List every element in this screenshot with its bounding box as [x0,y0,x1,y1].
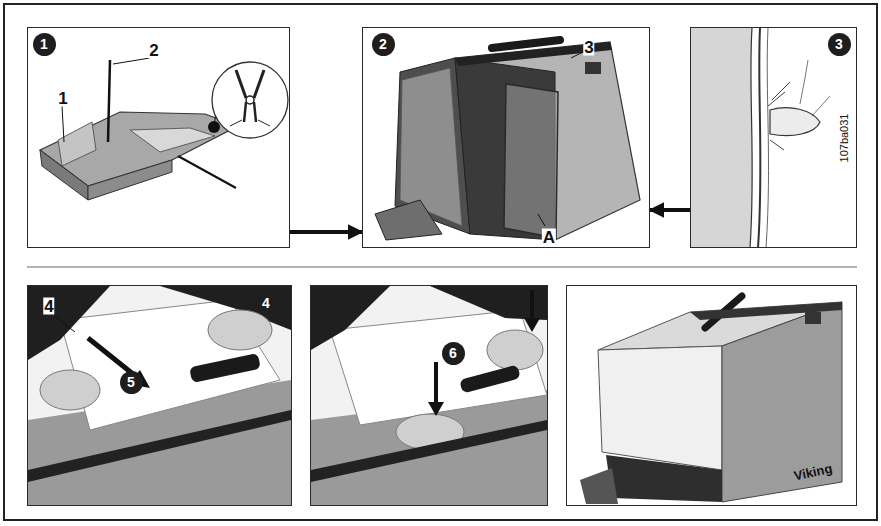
outer-frame [4,4,877,520]
chute-frame-drawing-part [62,106,64,142]
chute-frame-drawing-part [108,60,110,142]
fabric-edge-detail-part [768,82,790,150]
grass-bag-drawing-part [504,84,558,238]
lid-placement-photo-part [208,310,272,350]
lid-press-photo-part [530,290,534,320]
figure-code: 107ba031 [839,113,850,164]
chute-frame-drawing-part [230,120,270,126]
step-badge: 1 [33,33,56,56]
assembled-bag-photo [567,286,856,505]
grass-bag-drawing-part [571,52,583,58]
step-number: 6 [449,346,457,360]
fabric-edge-detail-part [766,28,769,248]
lid-press-photo-part [459,364,521,393]
part-number: 1 [57,90,68,107]
step-panel: 1 2 1 [27,27,290,248]
detail-panel: 107ba031 3 [690,27,857,248]
part-number: 3 [583,39,594,56]
chute-frame-drawing-part [88,160,172,200]
fabric-edge-detail-part [758,28,761,248]
lid-placement-photo-part [60,300,280,430]
assembled-bag-photo-part [567,286,856,505]
part-number: 4 [43,298,54,315]
lid-press-photo-part [434,362,438,405]
step-badge: 3 [828,33,851,56]
grass-bag-drawing-part [400,68,462,226]
fabric-edge-detail-part [750,28,752,248]
part-letter: A [542,229,556,246]
step-arrow [290,230,362,234]
result-panel: Viking [566,285,857,506]
outer-frame-part [4,4,877,520]
step-badge: 5 [120,371,143,394]
lid-placement-photo-part [54,316,75,332]
chute-frame-drawing-part [113,58,150,64]
grass-bag-drawing-part [492,40,560,48]
grass-bag-drawing-part [375,200,442,240]
brand-name: Viking [792,461,835,482]
assembled-bag-photo-part [598,346,722,470]
grass-bag-drawing [375,40,640,240]
step-number: 2 [379,37,387,51]
assembled-bag-photo-part [606,455,722,502]
lid-placement-photo-part [189,353,261,383]
chute-frame-drawing-part [236,70,264,98]
grass-bag-drawing-part [455,42,640,240]
step-number: 3 [835,37,843,51]
lid-press-photo-part [311,420,547,482]
step-panel: 6 [310,285,548,506]
grass-bag-drawing-part [585,62,601,74]
step-panel: 4 4 5 [27,285,292,506]
lid-press-photo-part [311,286,390,350]
fabric-edge-detail-part [800,60,830,116]
lid-press-photo-part [311,286,547,505]
step-panel: 3A 2 [362,27,650,248]
step-number: 4 [262,296,270,310]
step-badge: 2 [372,33,395,56]
lid-press-photo [311,286,547,505]
fabric-edge-detail-part [770,108,820,136]
step-badge: 6 [442,342,465,365]
fabric-edge-detail [690,28,830,248]
lid-placement-photo-part [28,286,291,505]
assembled-bag-photo-part [805,312,821,324]
lid-press-photo-part [430,286,547,320]
lid-placement-photo [28,286,291,505]
lid-press-photo-part [524,318,540,332]
step-badge: 4 [255,292,278,315]
assembled-bag-photo-part [722,302,842,502]
chute-frame-drawing-part [244,102,256,122]
chute-frame-drawing-part [130,128,215,152]
chute-frame-drawing-part [246,96,254,104]
step-number: 1 [40,37,48,51]
step-number: 5 [127,375,135,389]
fabric-edge-detail-part [690,28,752,248]
lid-press-photo-part [330,310,547,425]
chute-frame-drawing [40,58,288,200]
chute-frame-drawing-part [178,156,236,188]
outer-frame-part [27,267,857,268]
step-arrow [650,208,690,212]
chute-frame-drawing-part [212,62,288,138]
lid-press-photo-part [487,330,543,370]
lid-placement-photo-part [28,410,291,482]
grass-bag-drawing-part [538,214,545,226]
assembled-bag-photo-part [580,468,618,504]
lid-placement-photo-part [40,370,100,410]
lid-press-photo-part [428,402,444,416]
part-number: 2 [148,42,159,59]
